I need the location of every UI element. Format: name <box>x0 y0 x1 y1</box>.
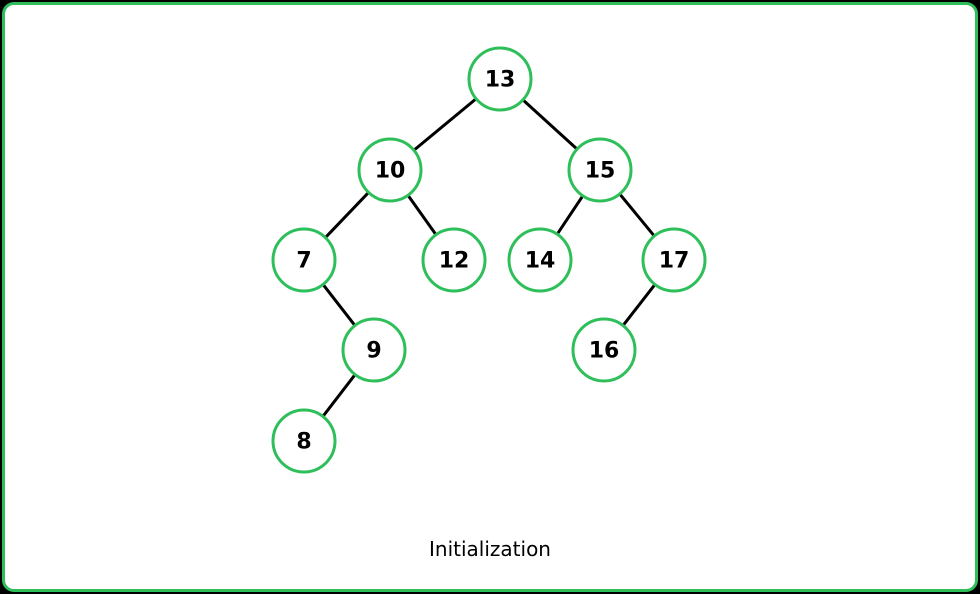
edge-n13-n10 <box>412 97 478 152</box>
tree-node-9: 9 <box>341 317 407 383</box>
node-label: 13 <box>485 68 516 93</box>
node-circle <box>421 227 487 293</box>
node-circle <box>341 317 407 383</box>
node-circle <box>467 46 533 112</box>
nodes-layer: 13 10 15 7 12 14 17 9 16 8 <box>271 46 707 474</box>
tree-node-12: 12 <box>421 227 487 293</box>
node-circle <box>357 137 423 203</box>
node-circle <box>271 227 337 293</box>
edge-n7-n9 <box>321 282 357 328</box>
node-label: 16 <box>589 339 620 364</box>
edge-n10-n7 <box>323 190 371 240</box>
edge-n15-n14 <box>555 194 585 236</box>
node-label: 17 <box>659 249 690 274</box>
edge-n15-n17 <box>618 192 656 238</box>
tree-node-10: 10 <box>357 137 423 203</box>
node-circle <box>507 227 573 293</box>
node-label: 12 <box>439 249 470 274</box>
tree-node-13: 13 <box>467 46 533 112</box>
tree-node-14: 14 <box>507 227 573 293</box>
diagram-caption: Initialization <box>429 537 551 561</box>
node-label: 7 <box>296 249 311 274</box>
node-circle <box>567 137 633 203</box>
tree-node-8: 8 <box>271 408 337 474</box>
node-circle <box>271 408 337 474</box>
edges-layer <box>321 97 657 418</box>
tree-node-16: 16 <box>571 317 637 383</box>
edge-n17-n16 <box>621 282 657 328</box>
node-label: 15 <box>585 159 616 184</box>
node-label: 8 <box>296 430 311 455</box>
tree-node-7: 7 <box>271 227 337 293</box>
edge-n13-n15 <box>521 98 579 151</box>
tree-node-15: 15 <box>567 137 633 203</box>
node-circle <box>641 227 707 293</box>
edge-n10-n12 <box>406 193 438 237</box>
node-label: 9 <box>366 339 381 364</box>
node-label: 14 <box>525 249 556 274</box>
node-circle <box>571 317 637 383</box>
tree-node-17: 17 <box>641 227 707 293</box>
edge-n9-n8 <box>321 373 357 418</box>
node-label: 10 <box>375 159 406 184</box>
